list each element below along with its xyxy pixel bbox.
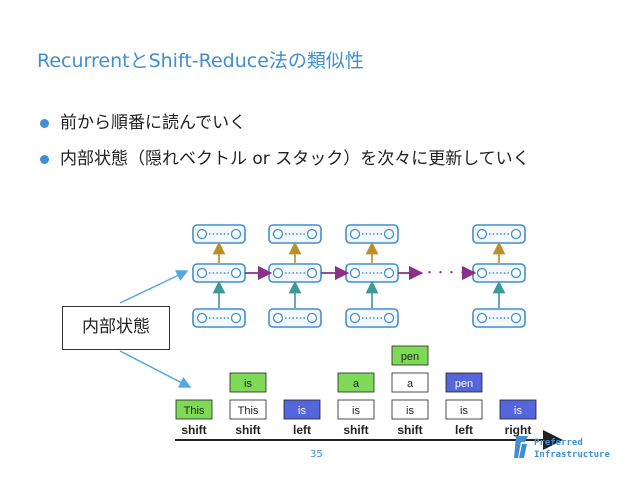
rnn-network [192,224,526,328]
state-label-box: 内部状態 [62,306,170,350]
stack-cell-text: is [244,378,252,390]
input-node [345,308,399,328]
action-label: shift [181,423,206,437]
stack-cell-text: a [407,378,414,390]
slide-title: RecurrentとShift-Reduce法の類似性 [37,50,364,72]
logo-mark-icon [519,444,527,458]
stack-cell [499,399,537,420]
stack-cell [337,399,375,420]
stack-cell [445,399,483,420]
action-label: shift [397,423,422,437]
logo-line1: Preferred [534,438,583,448]
action-label: left [293,423,311,437]
logo-line2: Infrastructure [534,450,610,460]
preferred-infrastructure-logo: Preferred Infrastructure [514,436,610,460]
stack-cell-text: is [460,405,468,417]
output-node [268,224,322,244]
bullet-1-text: 前から順番に読んでいく [60,113,247,133]
input-node [472,308,526,328]
logo-mark-icon [514,436,528,458]
stack-column: is a pen shift [391,345,429,437]
output-node [472,224,526,244]
stack-cell-text: This [238,405,259,417]
bullet-2-text: 内部状態（隠れベクトル or スタック）を次々に更新していく [60,149,530,169]
stack-cell-text: is [406,405,414,417]
stack-cell-text: is [298,405,306,417]
pointer-arrow-rnn [119,270,189,304]
hidden-node [268,263,322,283]
stack-cell [445,372,483,393]
stack-cell-text: pen [401,351,419,363]
stack-cell [337,372,375,393]
hidden-node [345,263,399,283]
input-node [268,308,322,328]
output-node [345,224,399,244]
stack-cell [229,399,267,420]
action-label: shift [343,423,368,437]
ellipsis-text: ・・・・・ [424,266,479,279]
stack-cell-text: is [352,405,360,417]
pointer-arrow-stack [119,350,192,388]
stack-cell-text: This [184,405,205,417]
hidden-node [192,263,246,283]
stack-column: This shift [175,399,213,437]
stack-cell-text: is [514,405,522,417]
output-node [192,224,246,244]
stack-cell [283,399,321,420]
stack-cell [391,372,429,393]
stack-column: is left [283,399,321,437]
shift-reduce-stacks: This shift This is shift is left is a shift is a pen… [175,345,537,437]
stack-column: is a shift [337,372,375,437]
stack-cell [391,399,429,420]
stack-cell [229,372,267,393]
stack-cell [391,345,429,366]
hidden-node [472,263,526,283]
action-label: left [455,423,473,437]
stack-cell [175,399,213,420]
stack-cell-text: a [353,378,360,390]
input-node [192,308,246,328]
stack-column: is pen left [445,372,483,437]
action-label: right [505,423,532,437]
page-number: 35 [310,449,323,460]
stack-column: is right [499,399,537,437]
bullet-dot-icon [40,119,49,128]
bullet-dot-icon [40,155,49,164]
stack-cell-text: pen [455,378,473,390]
action-label: shift [235,423,260,437]
stack-column: This is shift [229,372,267,437]
